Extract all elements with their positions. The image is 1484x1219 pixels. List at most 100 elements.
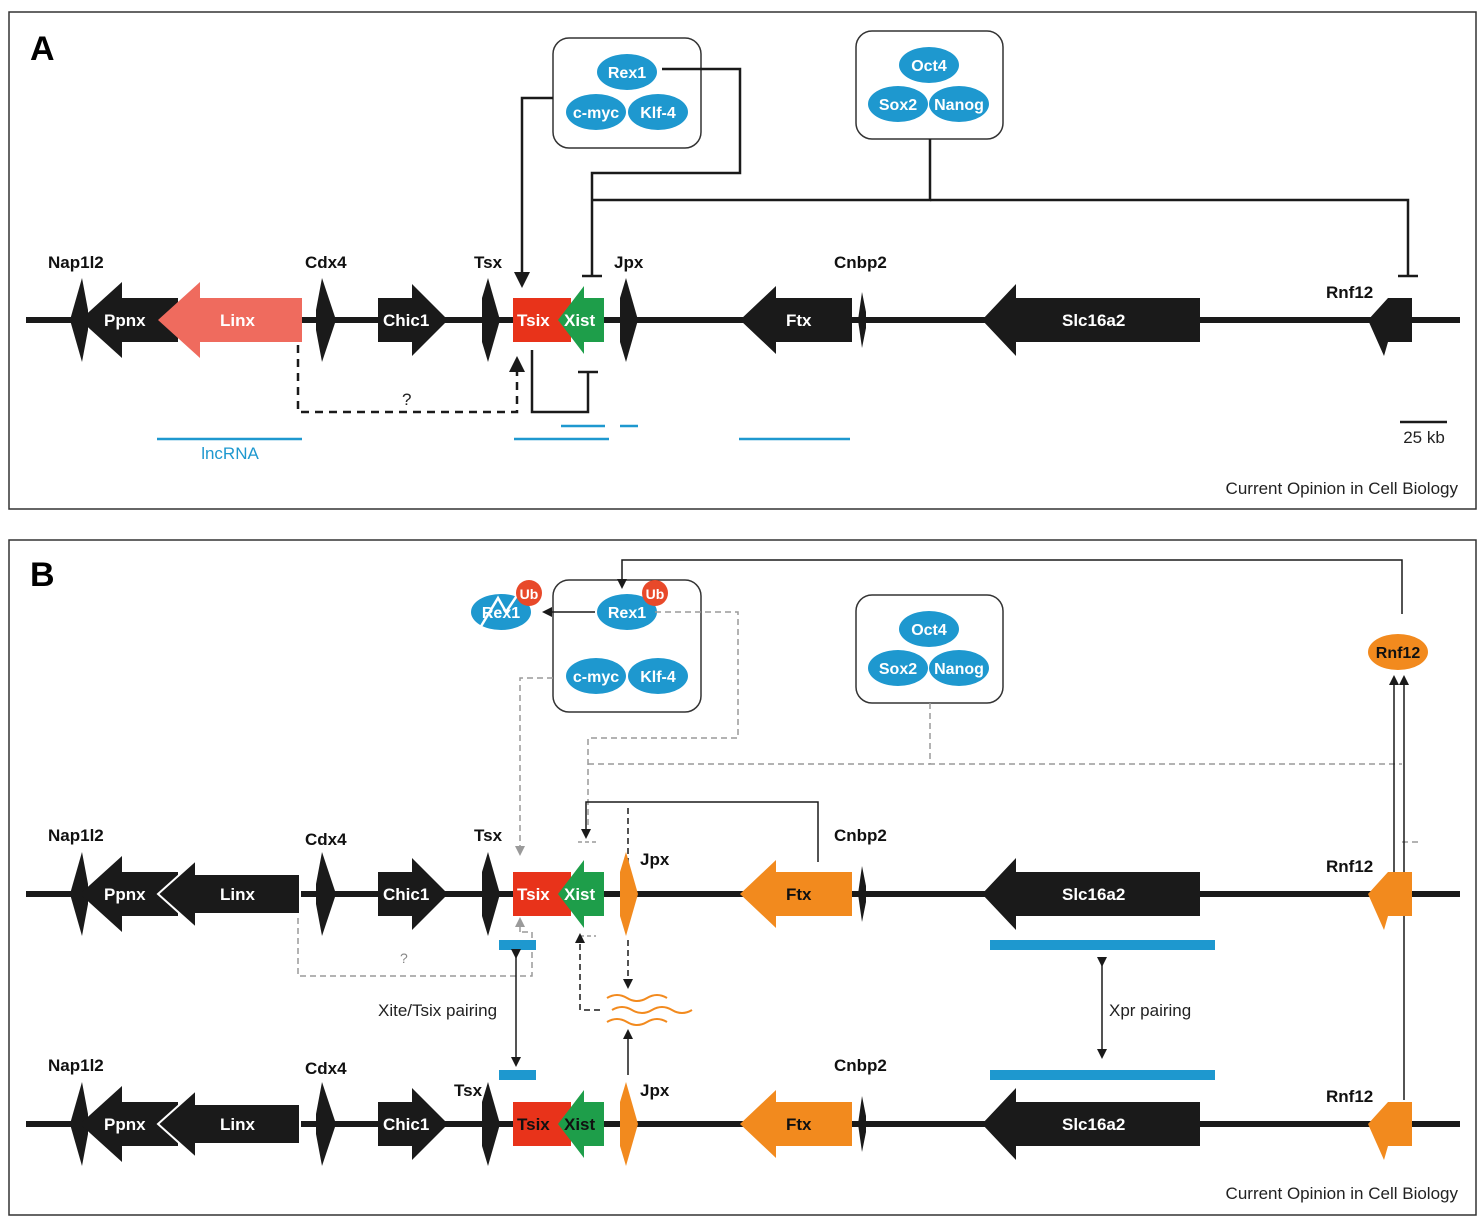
protein-nanog xyxy=(929,86,989,122)
gene-chic1-b1 xyxy=(378,858,448,930)
xpr-region-1 xyxy=(990,940,1215,950)
question-mark-b: ? xyxy=(400,950,408,966)
protein-label-oct4: Oct4 xyxy=(911,58,947,75)
protein-sox2-b xyxy=(868,650,928,686)
gene-label-tsix: Tsix xyxy=(517,311,550,330)
gene-label-xist-b1: Xist xyxy=(564,885,596,904)
gene-jpx-marker xyxy=(620,278,638,362)
gene-linx xyxy=(158,282,302,358)
gene-cnbp2-marker-b2 xyxy=(858,1096,866,1152)
protein-rex1 xyxy=(597,54,657,90)
protein-label-sox2: Sox2 xyxy=(879,97,917,114)
gene-label-ppnx: Ppnx xyxy=(104,311,146,330)
gene-nap1l2-marker-b2 xyxy=(70,1082,88,1166)
gene-tsx-marker-b2 xyxy=(482,1082,500,1166)
cmyc-activates-tsix-arrow xyxy=(514,96,553,288)
gene-label-cdx4-b2: Cdx4 xyxy=(305,1059,347,1078)
protein-label-klf4-b: Klf-4 xyxy=(640,669,676,686)
gene-label-cdx4: Cdx4 xyxy=(305,253,347,272)
gene-jpx-marker-b1 xyxy=(620,852,638,936)
gene-label-cnbp2-b2: Cnbp2 xyxy=(834,1056,887,1075)
question-mark: ? xyxy=(402,390,411,409)
rex1-repression-line xyxy=(590,67,742,276)
gene-rnf12-b2 xyxy=(1368,1102,1412,1160)
gene-label-nap1l2-b2: Nap1l2 xyxy=(48,1056,104,1075)
protein-cmyc xyxy=(566,94,626,130)
gene-label-rnf12-b2: Rnf12 xyxy=(1326,1087,1373,1106)
tsix-repress-xist-line xyxy=(530,350,590,414)
xpr-pairing-label: Xpr pairing xyxy=(1109,1001,1191,1020)
protein-label-cmyc-b: c-myc xyxy=(573,669,619,686)
panel-b-label: B xyxy=(30,556,55,594)
ftx-activates-xist-arrow xyxy=(581,801,819,862)
cmyc-dashed-arrow xyxy=(515,677,553,856)
gene-rnf12-b1 xyxy=(1368,872,1412,930)
ubiquitin-label-2: Ub xyxy=(520,586,539,602)
gene-tsx-marker-b1 xyxy=(482,852,500,936)
gene-label-ppnx-b1: Ppnx xyxy=(104,885,146,904)
gene-label-slc16a2: Slc16a2 xyxy=(1062,311,1125,330)
gene-label-linx-b2: Linx xyxy=(220,1115,255,1134)
gene-label-xist-b2: Xist xyxy=(564,1115,596,1134)
gene-label-ftx-b1: Ftx xyxy=(786,885,812,904)
gene-cdx4-marker xyxy=(316,278,336,362)
gene-ppnx xyxy=(80,282,178,358)
gene-label-slc16a2-b1: Slc16a2 xyxy=(1062,885,1125,904)
gene-label-chic1-b2: Chic1 xyxy=(383,1115,429,1134)
protein-label-klf4: Klf-4 xyxy=(640,105,676,122)
gene-label-jpx: Jpx xyxy=(614,253,644,272)
gene-label-jpx-b2: Jpx xyxy=(640,1081,670,1100)
gene-label-cnbp2: Cnbp2 xyxy=(834,253,887,272)
protein-rex1-b xyxy=(597,594,657,630)
gene-cdx4-marker-b1 xyxy=(316,852,336,936)
gene-label-ftx-b2: Ftx xyxy=(786,1115,812,1134)
jpx-rna-squiggles xyxy=(606,994,693,1026)
gene-label-ftx: Ftx xyxy=(786,311,812,330)
gene-label-jpx-b1: Jpx xyxy=(640,850,670,869)
gene-label-cdx4-b1: Cdx4 xyxy=(305,830,347,849)
gene-ftx xyxy=(740,286,852,354)
protein-label-cmyc: c-myc xyxy=(573,105,619,122)
gene-label-chic1-b1: Chic1 xyxy=(383,885,429,904)
gene-slc16a2-b2 xyxy=(982,1088,1200,1160)
gene-linx-b2 xyxy=(156,1087,301,1161)
gene-xist-b2 xyxy=(558,1090,604,1158)
gene-label-tsix-b1: Tsix xyxy=(517,885,550,904)
gene-cdx4-marker-b2 xyxy=(316,1082,336,1166)
scale-label: 25 kb xyxy=(1403,428,1445,447)
gene-label-xist: Xist xyxy=(564,311,596,330)
protein-nanog-b xyxy=(929,650,989,686)
gene-label-tsx-b2: Tsx xyxy=(454,1081,483,1100)
gene-cnbp2-marker xyxy=(858,292,866,348)
xite-region-2 xyxy=(499,1070,536,1080)
gene-chic1 xyxy=(378,284,448,356)
gene-xist xyxy=(558,286,604,354)
ubiquitin-label: Ub xyxy=(646,586,665,602)
protein-label-nanog: Nanog xyxy=(934,97,984,114)
gene-chic1-b2 xyxy=(378,1088,448,1160)
protein-label-nanog-b: Nanog xyxy=(934,661,984,678)
gene-slc16a2-b1 xyxy=(982,858,1200,930)
linx-tsix-dashed-arrow xyxy=(296,345,525,414)
protein-sox2 xyxy=(868,86,928,122)
linx-dashed-line-b xyxy=(297,918,533,977)
protein-label-sox2-b: Sox2 xyxy=(879,661,917,678)
gene-nap1l2-marker xyxy=(70,278,88,362)
gene-label-slc16a2-b2: Slc16a2 xyxy=(1062,1115,1125,1134)
gene-cnbp2-marker-b1 xyxy=(858,866,866,922)
gene-label-chic1: Chic1 xyxy=(383,311,429,330)
gene-label-rnf12-b1: Rnf12 xyxy=(1326,857,1373,876)
ubiquitin-badge-2 xyxy=(516,580,542,606)
credit-a: Current Opinion in Cell Biology xyxy=(1226,479,1459,498)
gene-label-rnf12: Rnf12 xyxy=(1326,283,1373,302)
panel-b: B Rex1 Ub c-myc Klf-4 Rex1 Ub Oct4 Sox2 … xyxy=(8,539,1477,1216)
gene-label-ppnx-b2: Ppnx xyxy=(104,1115,146,1134)
protein-oct4-b xyxy=(899,611,959,647)
gene-tsx-marker xyxy=(482,278,500,362)
protein-klf4 xyxy=(628,94,688,130)
xite-pairing-label: Xite/Tsix pairing xyxy=(378,1001,497,1020)
protein-rnf12 xyxy=(1368,634,1428,670)
panel-a: A Nap1l2 Ppnx Linx Cdx4 Chic1 Tsx Tsix X… xyxy=(8,11,1477,510)
gene-ppnx-b1 xyxy=(80,856,178,932)
